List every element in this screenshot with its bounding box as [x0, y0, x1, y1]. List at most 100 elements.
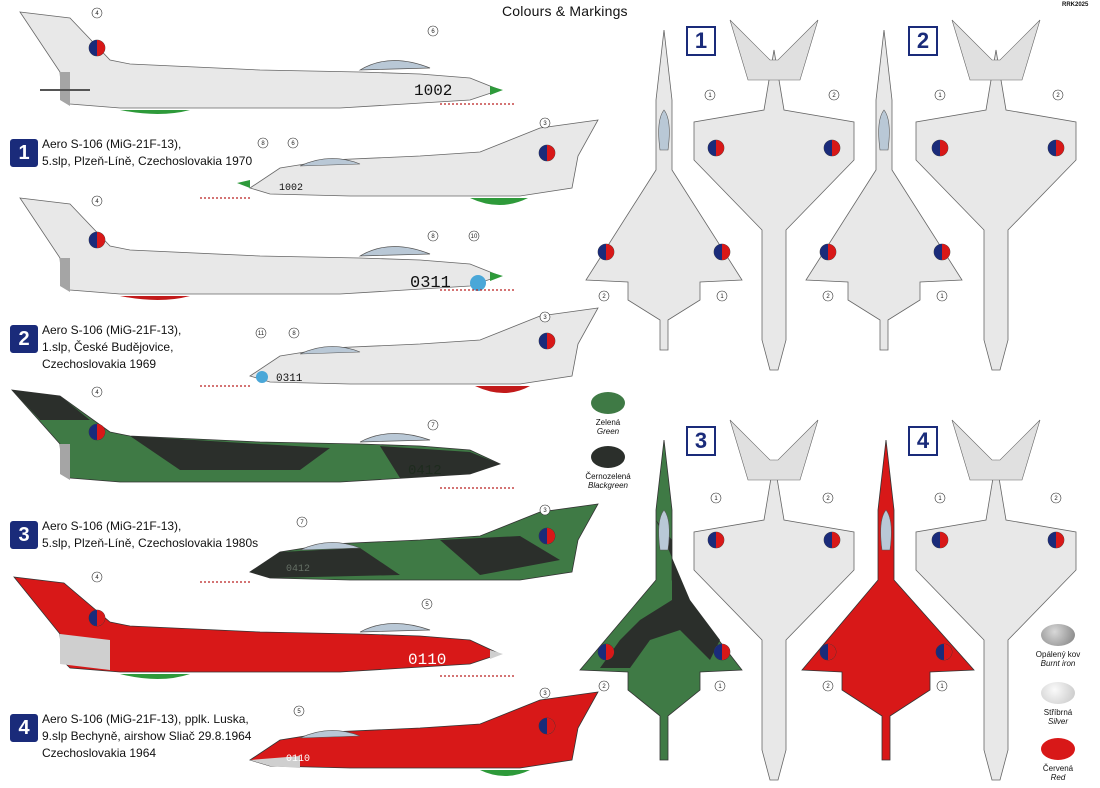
plan-callout: 1 — [940, 294, 944, 300]
plan-callout: 2 — [1056, 93, 1060, 99]
swatch-color — [1041, 738, 1075, 760]
callout-1-e: 3 — [543, 121, 547, 127]
plan-number-4: 4 — [908, 426, 938, 456]
swatch-color — [591, 392, 625, 414]
plan-1-top — [585, 29, 743, 351]
swatch-name-cz: Zelená — [595, 418, 621, 427]
swatch-name-cz: Červená — [1042, 764, 1074, 773]
swatch-name-en: Red — [1050, 773, 1066, 782]
callout-2-b: 8 — [431, 234, 435, 240]
profile-4-large — [13, 576, 515, 679]
plan-3-bottom — [693, 419, 855, 781]
callout-2-e: 8 — [292, 331, 296, 337]
plan-2-top — [805, 29, 963, 351]
swatch-name-en: Burnt iron — [1040, 659, 1076, 668]
callout-2-a: 4 — [95, 199, 99, 205]
serial-3-large: 0412 — [408, 463, 442, 479]
swatch-name-en: Green — [596, 427, 620, 436]
profile-2-large — [19, 197, 515, 300]
plan-callout: 1 — [708, 93, 712, 99]
plan-callout: 2 — [826, 684, 830, 690]
swatch-name-cz: Černozelená — [585, 472, 631, 481]
callout-1-c: 8 — [261, 141, 265, 147]
callout-2-c: 10 — [471, 234, 478, 240]
page-title: Colours & Markings — [502, 3, 628, 19]
callout-4-c: 5 — [297, 709, 301, 715]
plan-callout: 2 — [832, 93, 836, 99]
callout-1-d: 6 — [291, 141, 295, 147]
plan-number-2: 2 — [908, 26, 938, 56]
profile-4-small — [249, 691, 599, 776]
variant-location: Czechoslovakia 1969 — [42, 357, 157, 371]
variant-location: Czechoslovakia 1964 — [42, 746, 157, 760]
variant-number: 2 — [10, 325, 38, 353]
plan-number-3: 3 — [686, 426, 716, 456]
plan-callout: 1 — [718, 684, 722, 690]
plan-callout: 2 — [602, 294, 606, 300]
variant-unit: 9.slp Bechyně, airshow Sliač 29.8.1964 — [42, 729, 252, 743]
variant-unit: 5.slp, Plzeň-Líně, Czechoslovakia 1970 — [42, 154, 253, 168]
callout-1-a: 4 — [95, 11, 99, 17]
plan-callout: 2 — [826, 496, 830, 502]
callout-4-b: 5 — [425, 602, 429, 608]
swatch-color — [1041, 624, 1075, 646]
swatch-color — [1041, 682, 1075, 704]
swatch-name-en: Silver — [1047, 717, 1068, 726]
variant-number: 1 — [10, 139, 38, 167]
callout-4-d: 3 — [543, 691, 547, 697]
serial-2-small: 0311 — [276, 373, 303, 385]
serial-2-large: 0311 — [410, 274, 451, 293]
profile-3-large — [10, 389, 515, 489]
callout-4-a: 4 — [95, 575, 99, 581]
swatch-name-cz: Stříbrná — [1043, 708, 1073, 717]
profile-3-small — [200, 503, 599, 583]
plan-4-top — [801, 439, 975, 761]
callout-2-f: 3 — [543, 315, 547, 321]
plan-callout: 2 — [826, 294, 830, 300]
variant-number: 3 — [10, 521, 38, 549]
plan-1-bottom — [693, 19, 855, 371]
callouts — [91, 7, 1064, 717]
plan-number-1: 1 — [686, 26, 716, 56]
variant-title: Aero S-106 (MiG-21F-13), — [42, 323, 182, 337]
variant-title: Aero S-106 (MiG-21F-13), — [42, 137, 182, 151]
callout-2-d: 11 — [258, 331, 265, 337]
swatch-name-en: Blackgreen — [587, 481, 629, 490]
plan-callout: 2 — [1054, 496, 1058, 502]
profile-2-small — [200, 307, 599, 393]
plan-callout: 1 — [938, 93, 942, 99]
serial-1-small: 1002 — [279, 183, 303, 194]
callout-1-b: 6 — [431, 29, 435, 35]
plan-callout: 1 — [938, 496, 942, 502]
variant-unit: 1.slp, České Budějovice, — [42, 340, 174, 354]
plan-callout: 1 — [714, 496, 718, 502]
sheet-code: RRK2025 — [1062, 2, 1089, 8]
serial-3-small: 0412 — [286, 564, 310, 575]
callout-3-a: 4 — [95, 390, 99, 396]
variant-title: Aero S-106 (MiG-21F-13), — [42, 519, 182, 533]
swatch-name-cz: Opálený kov — [1035, 650, 1081, 659]
serial-4-small: 0110 — [286, 754, 310, 765]
callout-3-b: 7 — [431, 423, 435, 429]
plan-callout: 1 — [720, 294, 724, 300]
swatch-color — [591, 446, 625, 468]
serial-4-large: 0110 — [408, 651, 446, 669]
callout-3-c: 7 — [300, 520, 304, 526]
plan-3-top — [579, 439, 743, 761]
plan-2-bottom — [915, 19, 1077, 371]
variant-title: Aero S-106 (MiG-21F-13), pplk. Luska, — [42, 712, 249, 726]
profile-1-large — [19, 11, 515, 114]
profile-1-small — [200, 119, 599, 205]
variant-number: 4 — [10, 714, 38, 742]
serial-1-large: 1002 — [414, 82, 452, 100]
plan-4-bottom — [915, 419, 1077, 781]
plan-callout: 2 — [602, 684, 606, 690]
variant-unit: 5.slp, Plzeň-Líně, Czechoslovakia 1980s — [42, 536, 259, 550]
callout-3-d: 3 — [543, 508, 547, 514]
